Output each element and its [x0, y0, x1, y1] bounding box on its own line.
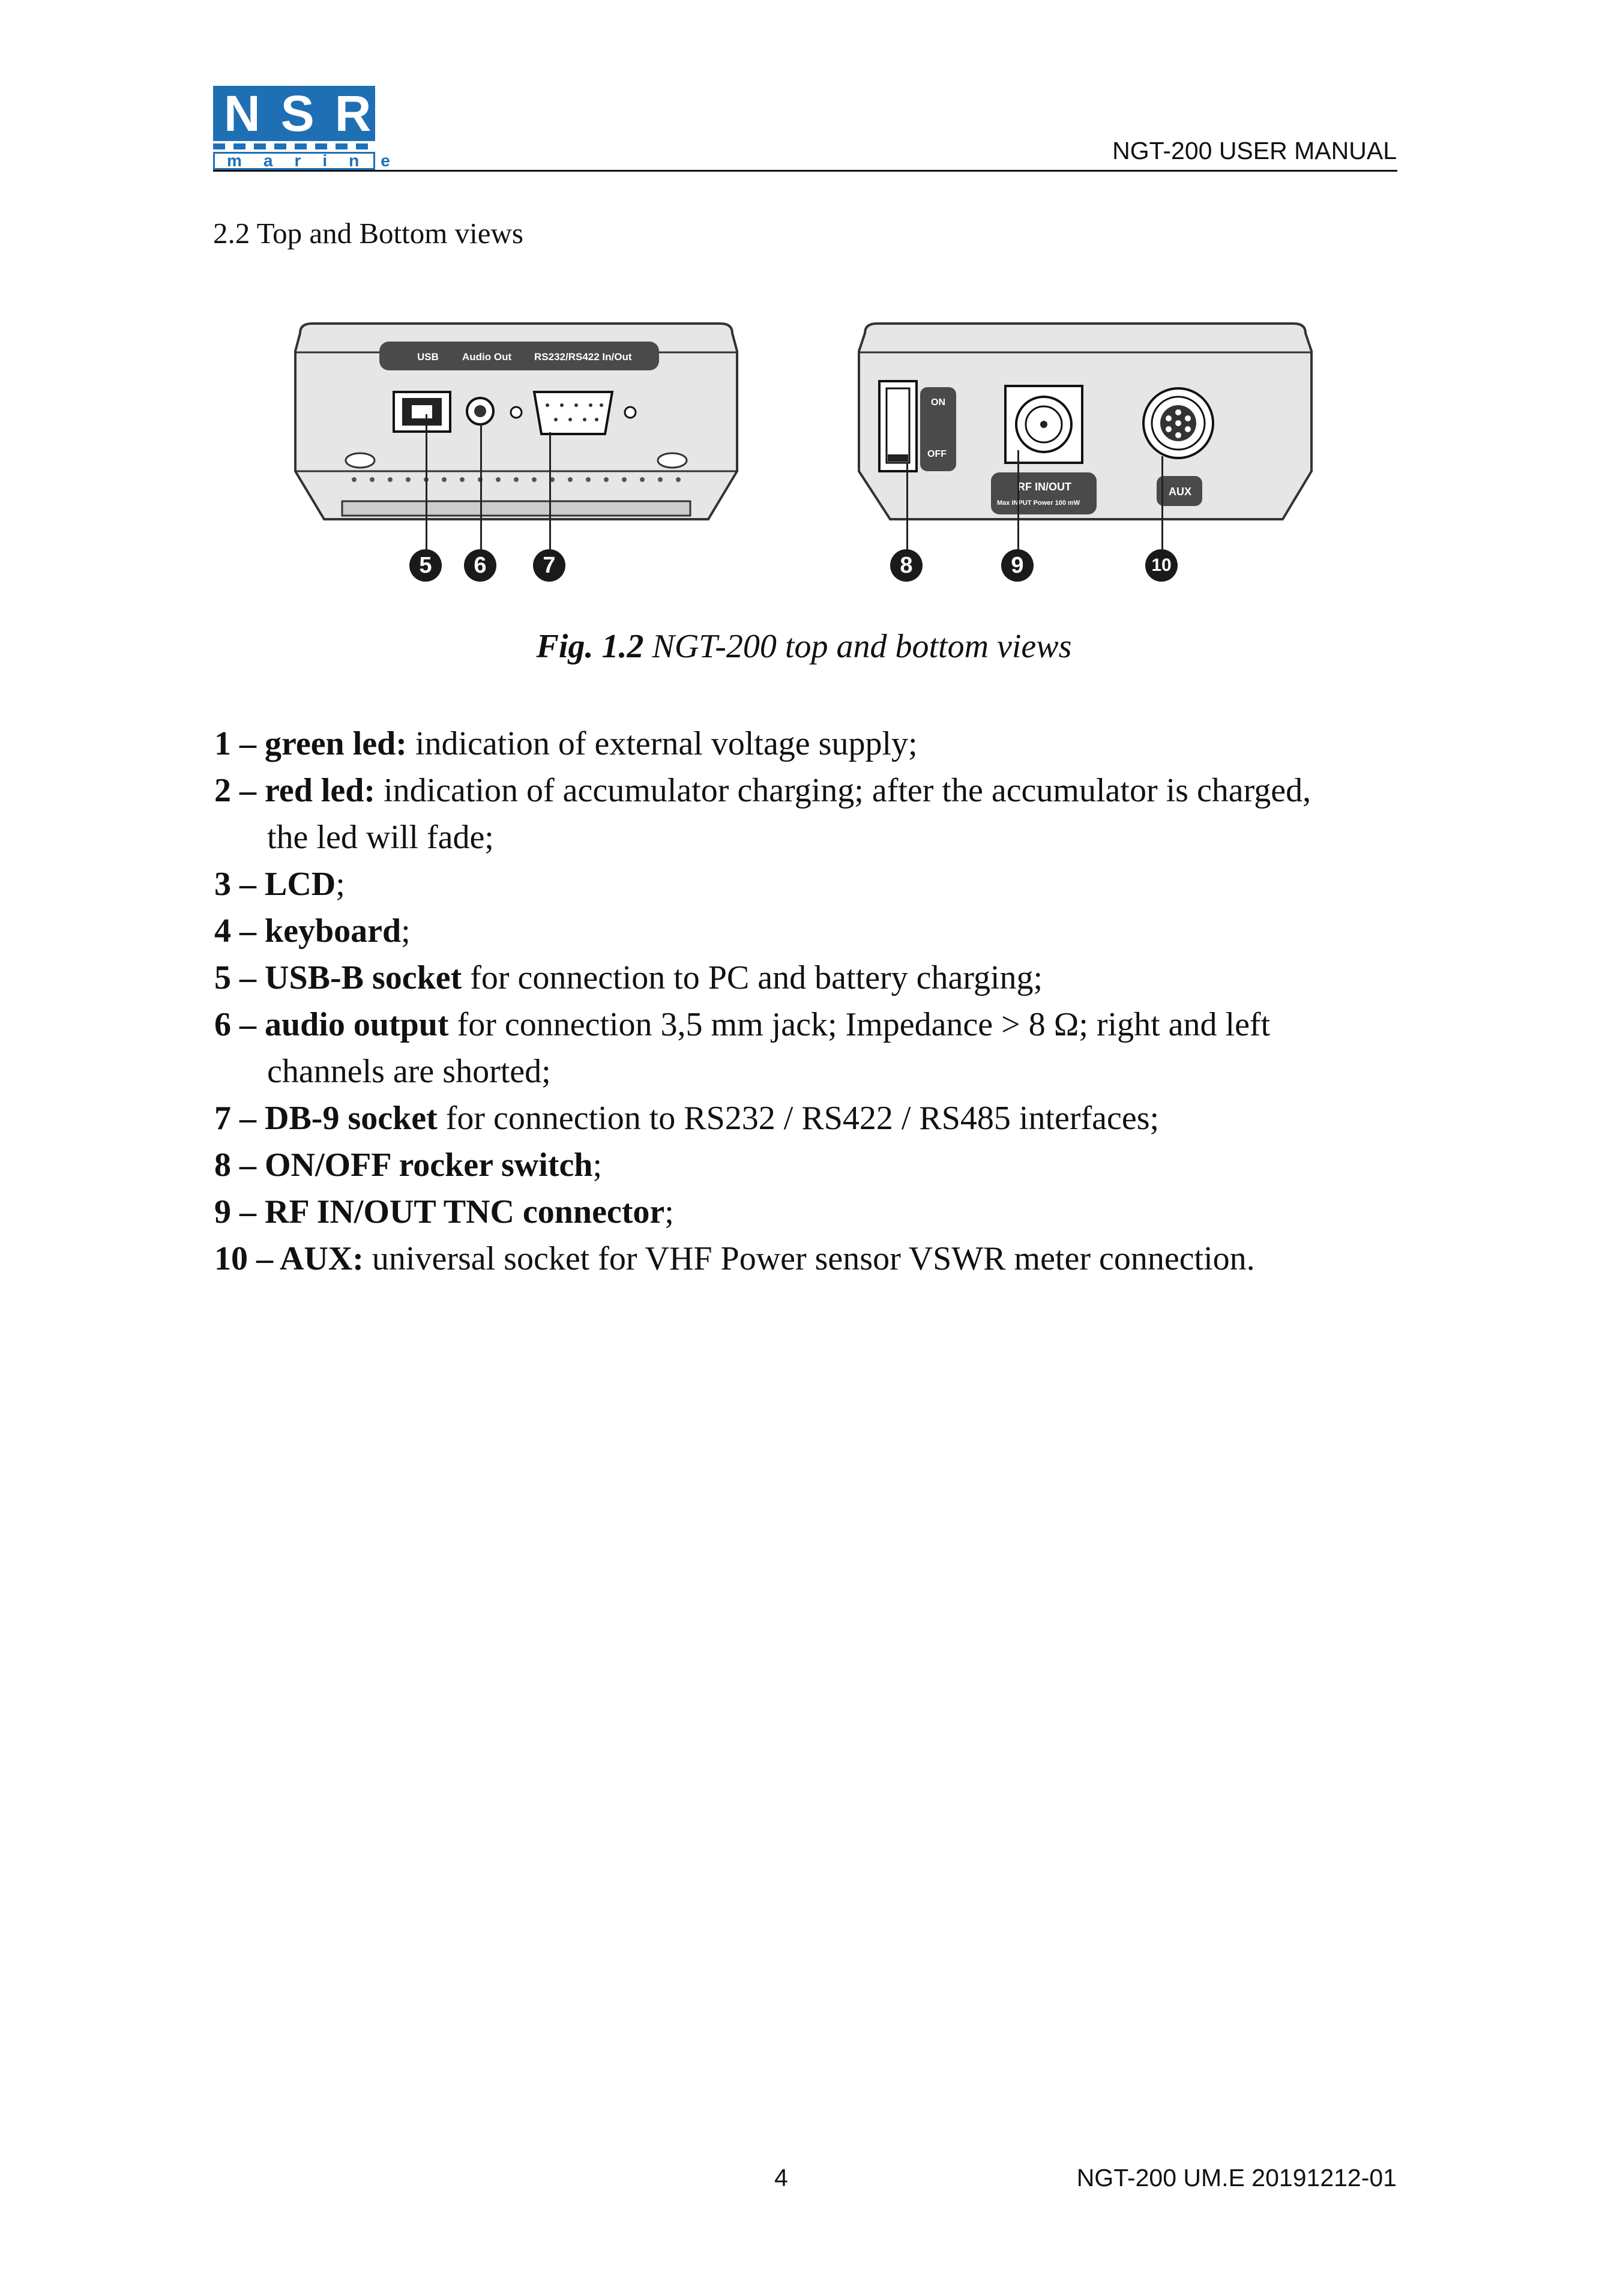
leader-line-7: [549, 432, 551, 549]
document-id: NGT-200 UM.E 20191212-01: [1076, 2164, 1397, 2192]
aux-label: AUX: [1169, 486, 1191, 498]
list-item: 2 – red led: indication of accumulator c…: [214, 772, 1311, 809]
list-item: 8 – ON/OFF rocker switch;: [214, 1146, 602, 1184]
serial-panel-label: RS232/RS422 In/Out: [534, 351, 632, 363]
leader-line-9: [1017, 450, 1019, 549]
figure-caption-prefix: Fig. 1.2: [536, 628, 644, 665]
list-item: 7 – DB-9 socket for connection to RS232 …: [214, 1100, 1160, 1137]
list-item: 10 – AUX: universal socket for VHF Power…: [214, 1240, 1255, 1277]
list-item: 4 – keyboard;: [214, 912, 411, 950]
list-item-continuation: the led will fade;: [267, 819, 494, 856]
list-item: 9 – RF IN/OUT TNC connector;: [214, 1193, 674, 1231]
off-label: OFF: [927, 449, 947, 459]
audio-panel-label: Audio Out: [462, 351, 511, 363]
bottom-view-device: ON OFF RF IN/OUT Max INPUT Power 100 mW …: [858, 322, 1313, 520]
callout-9: 9: [1001, 549, 1034, 582]
callout-6: 6: [464, 549, 496, 582]
list-item: 1 – green led: indication of external vo…: [214, 725, 918, 762]
on-label: ON: [931, 397, 945, 408]
rf-sublabel: Max INPUT Power 100 mW: [997, 499, 1080, 507]
list-item: 5 – USB-B socket for connection to PC an…: [214, 959, 1043, 996]
figure-caption-text: NGT-200 top and bottom views: [643, 628, 1072, 665]
list-item: 3 – LCD;: [214, 866, 345, 903]
leader-line-5: [426, 414, 427, 549]
logo-dots: [213, 143, 375, 149]
logo-sub-text: marine: [213, 152, 390, 170]
page-number: 4: [774, 2164, 788, 2192]
item-list: 1 – green led: indication of external vo…: [214, 720, 1403, 1282]
leader-line-10: [1161, 456, 1163, 549]
usb-panel-label: USB: [417, 351, 439, 363]
header-title: NGT-200 USER MANUAL: [1112, 137, 1397, 164]
callout-7: 7: [533, 549, 565, 582]
section-heading: 2.2 Top and Bottom views: [213, 217, 523, 250]
list-item-continuation: channels are shorted;: [267, 1053, 551, 1090]
leader-line-8: [906, 462, 908, 549]
figure-caption: Fig. 1.2 NGT-200 top and bottom views: [0, 627, 1608, 666]
rf-label: RF IN/OUT: [1017, 481, 1071, 493]
leader-line-6: [480, 423, 482, 549]
nsr-marine-logo: NSR marine: [213, 86, 390, 170]
header-rule: [213, 170, 1397, 172]
callout-8: 8: [890, 549, 923, 582]
top-view-device: USB Audio Out RS232/RS422 In/Out: [294, 322, 738, 520]
list-item: 6 – audio output for connection 3,5 mm j…: [214, 1006, 1271, 1043]
callout-10: 10: [1145, 549, 1178, 582]
callout-5: 5: [409, 549, 442, 582]
logo-main-text: NSR: [213, 86, 375, 141]
